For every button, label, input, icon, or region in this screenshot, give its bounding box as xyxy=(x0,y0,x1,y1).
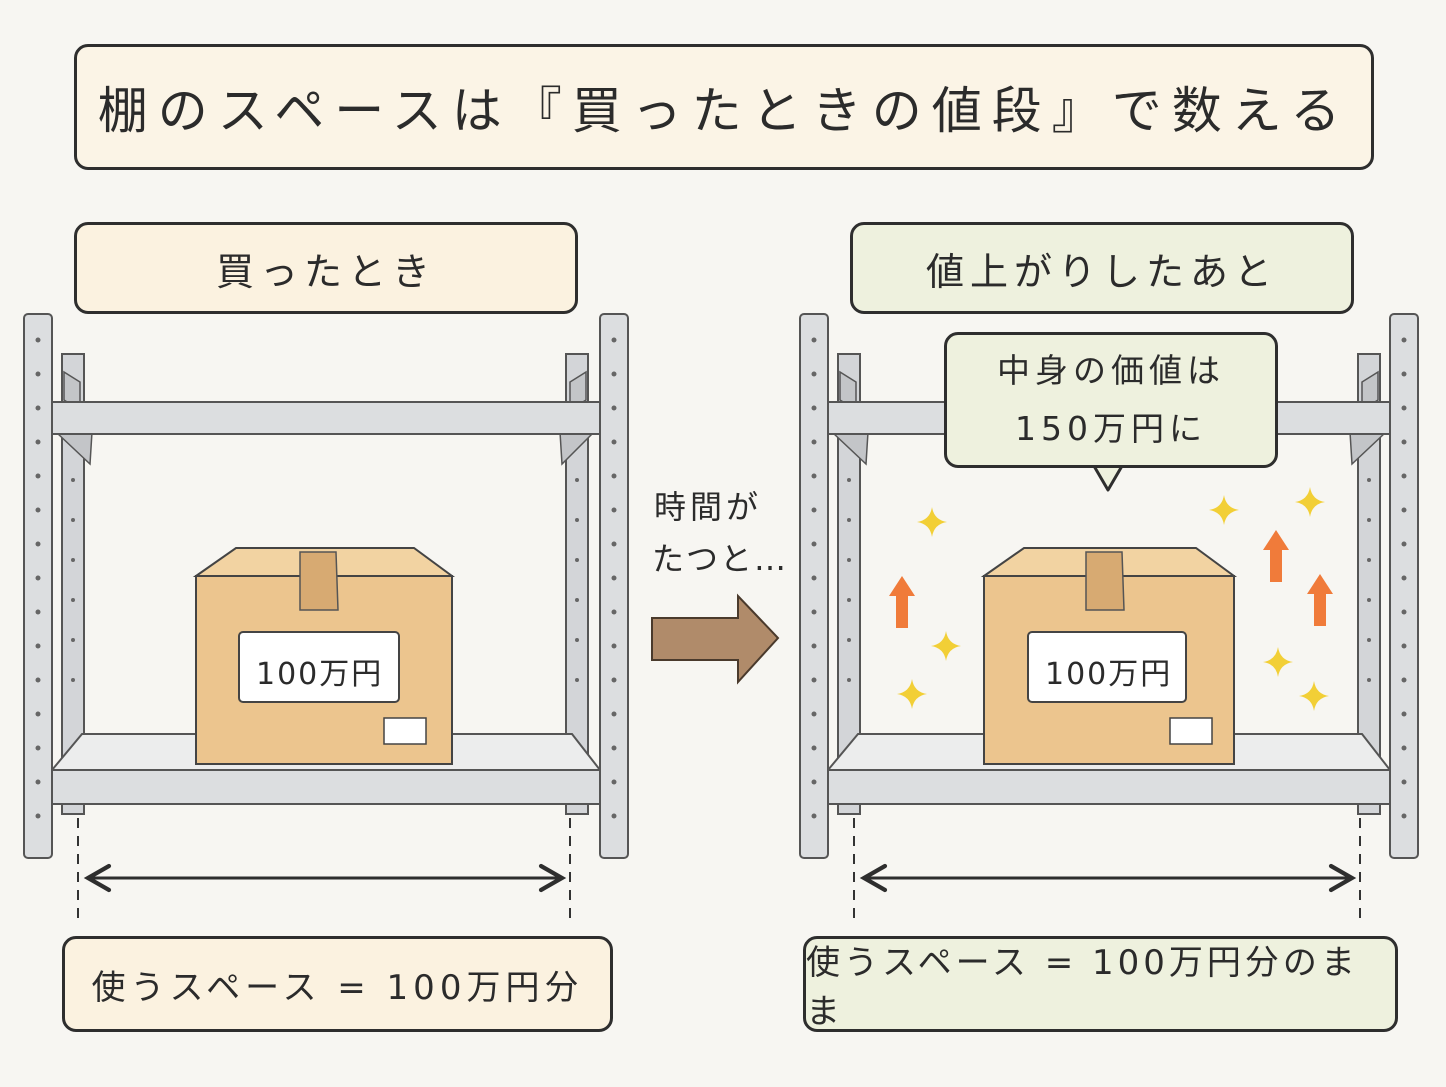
price-label-right xyxy=(1027,631,1187,703)
caption-left: 使うスペース = 100万円分 xyxy=(62,936,613,1032)
transition-text-line-2: たつと… xyxy=(652,540,789,578)
price-label-left xyxy=(238,631,400,703)
box-price-left: 100万円 xyxy=(256,657,384,692)
caption-left-text: 使うスペース = 100万円分 xyxy=(91,967,584,1008)
caption-right: 使うスペース = 100万円分のまま xyxy=(803,936,1398,1032)
sparkle-icon xyxy=(917,507,947,537)
shelf-left xyxy=(23,313,629,859)
sparkle-icon xyxy=(897,679,927,709)
up-arrow-icon xyxy=(1307,574,1333,626)
sticker-left xyxy=(383,717,427,745)
cardboard-box-right xyxy=(980,547,1238,765)
title-banner: 棚のスペースは『買ったときの値段』で数える xyxy=(74,44,1374,170)
sparkle-icon xyxy=(1263,647,1293,677)
shelf-left-front-post-left xyxy=(23,313,53,859)
up-arrow-icon xyxy=(1263,530,1289,582)
sticker-right xyxy=(1169,717,1213,745)
up-arrow-icon xyxy=(889,576,915,628)
bubble-line-1: 中身の価値は xyxy=(997,351,1225,390)
transition-text-line-1: 時間が xyxy=(654,488,763,526)
sparkle-icon xyxy=(1299,681,1329,711)
shelf-left-top-board xyxy=(51,401,601,435)
box-price-right: 100万円 xyxy=(1045,657,1173,692)
bubble-tail xyxy=(1092,465,1124,492)
bubble-line-2: 150万円に xyxy=(1015,409,1207,448)
label-after: 値上がりしたあと xyxy=(850,222,1354,314)
sparkle-icon xyxy=(1295,487,1325,517)
shelf-left-front-post-right xyxy=(599,313,629,859)
right-arrow-icon xyxy=(651,593,780,685)
measure-right xyxy=(853,818,1361,922)
sparkle-icon xyxy=(931,631,961,661)
shelf-left-back-post-right xyxy=(565,353,589,815)
caption-right-text: 使うスペース = 100万円分のまま xyxy=(806,943,1359,1032)
label-after-text: 値上がりしたあと xyxy=(925,249,1278,294)
cardboard-box-left xyxy=(192,547,456,765)
label-before: 買ったとき xyxy=(74,222,578,314)
sparkle-icon xyxy=(1209,495,1239,525)
measure-left xyxy=(77,818,571,922)
shelf-left-bottom-board xyxy=(51,769,601,805)
label-before-text: 買ったとき xyxy=(215,249,436,294)
tape-left xyxy=(299,551,339,611)
tape-right xyxy=(1085,551,1125,611)
page-title: 棚のスペースは『買ったときの値段』で数える xyxy=(97,82,1351,140)
shelf-left-back-post-left xyxy=(61,353,85,815)
speech-bubble: 中身の価値は 150万円に xyxy=(944,332,1278,468)
